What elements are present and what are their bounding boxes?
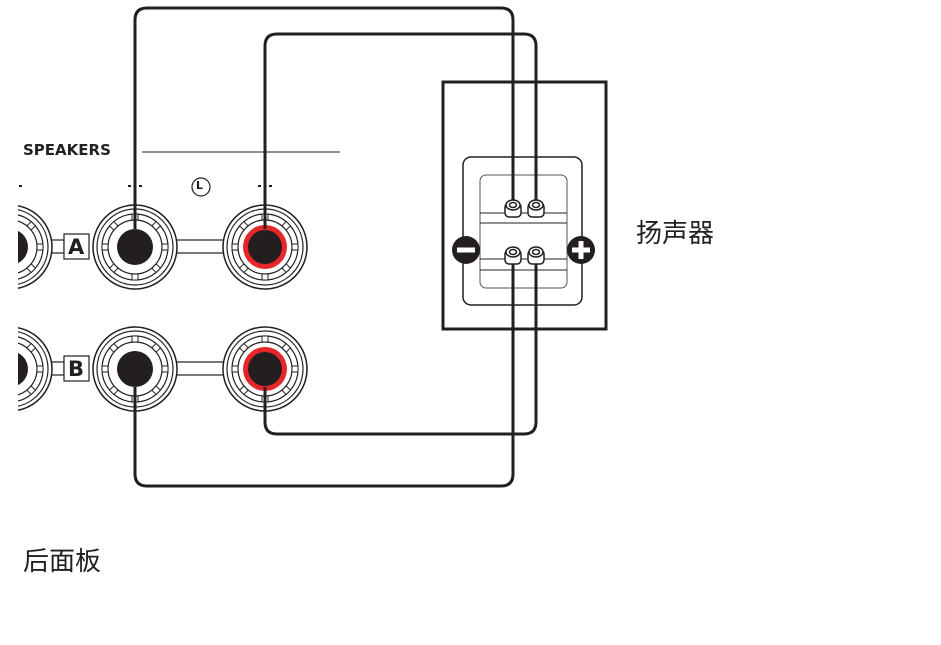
plus-icon [567,236,595,264]
speaker-wires [133,6,538,488]
speaker-posts [504,199,545,265]
minus-icon [452,236,480,264]
row-a-label: A [68,235,85,259]
row-b-label: B [68,357,85,381]
speaker-terminal-box [441,80,608,331]
terminal-a-negative [92,204,178,290]
speaker-label: 扬声器 [636,219,715,249]
terminal-b-positive [222,326,308,412]
rear-panel-label: 后面板 [23,547,102,577]
terminal-b-negative [92,326,178,412]
channel-l-label: L [196,179,204,192]
tick-marks [19,185,272,187]
channel-l-badge [191,177,211,197]
speakers-section-label: SPEAKERS [23,141,111,159]
terminal-a-positive [222,204,308,290]
